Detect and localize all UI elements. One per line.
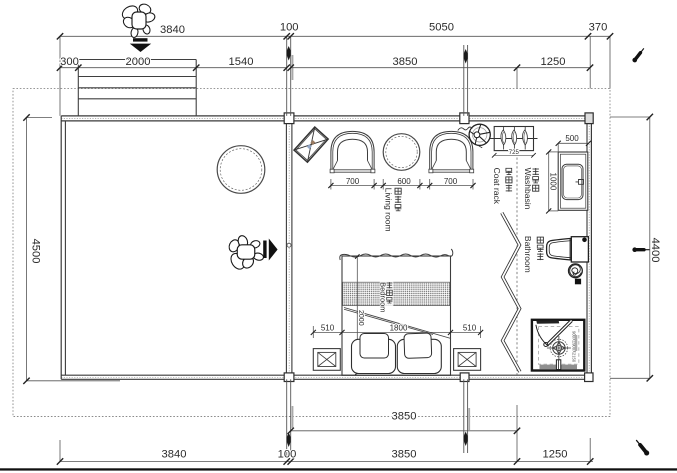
svg-text:300: 300	[60, 56, 79, 68]
svg-text:370: 370	[589, 22, 608, 34]
svg-text:100: 100	[278, 449, 297, 461]
svg-text:5050: 5050	[429, 22, 454, 34]
svg-text:3840: 3840	[162, 449, 187, 461]
svg-text:900X1900X2150: 900X1900X2150	[572, 331, 577, 363]
svg-text:1250: 1250	[541, 56, 566, 68]
svg-text:600: 600	[397, 177, 411, 186]
svg-text:3850: 3850	[392, 411, 417, 423]
svg-text:2000: 2000	[126, 56, 151, 68]
svg-text:3850: 3850	[393, 56, 418, 68]
svg-text:2000: 2000	[357, 310, 364, 326]
svg-text:Bedroom: Bedroom	[379, 282, 388, 312]
svg-text:Coat rack: Coat rack	[492, 168, 502, 205]
svg-text:3850: 3850	[392, 449, 417, 461]
svg-text:510: 510	[321, 323, 335, 332]
svg-text:725: 725	[509, 150, 520, 156]
svg-text:Living room: Living room	[383, 188, 393, 232]
svg-text:700: 700	[444, 177, 458, 186]
svg-text:500: 500	[565, 134, 579, 143]
svg-text:4500: 4500	[30, 239, 42, 264]
svg-text:4400: 4400	[649, 238, 661, 263]
svg-text:1800: 1800	[390, 323, 408, 332]
svg-text:1250: 1250	[543, 449, 568, 461]
svg-text:3840: 3840	[160, 24, 185, 36]
svg-text:510: 510	[463, 323, 477, 332]
svg-text:Bathroom: Bathroom	[523, 236, 533, 273]
svg-text:100: 100	[280, 22, 299, 34]
svg-text:1000: 1000	[548, 173, 557, 191]
svg-text:1540: 1540	[229, 56, 254, 68]
svg-text:700: 700	[346, 177, 360, 186]
svg-text:Washbasin: Washbasin	[523, 168, 533, 210]
